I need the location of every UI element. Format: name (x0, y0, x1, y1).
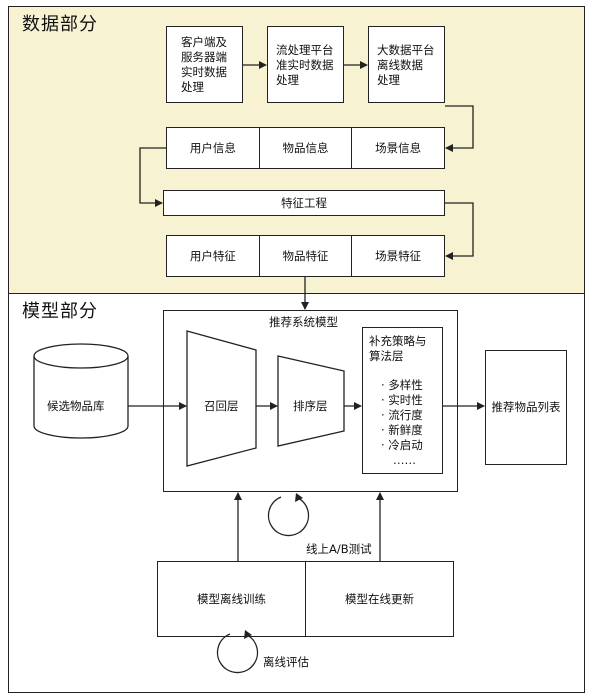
data-section-title: 数据部分 (22, 14, 98, 35)
offline-training-box: 模型离线训练 (158, 562, 306, 636)
rank-layer-label: 排序层 (293, 399, 328, 413)
client-server-processing-box: 客户端及 服务器端 实时数据 处理 (166, 26, 243, 103)
strategy-item: · 冷启动 (381, 438, 423, 452)
strategy-layer-box: 补充策略与 算法层 · 多样性 · 实时性 · 流行度 · 新鲜度 · 冷启动 … (362, 327, 443, 474)
model-section-title: 模型部分 (22, 301, 98, 322)
recall-layer-label: 召回层 (204, 399, 239, 413)
scene-info-cell: 场景信息 (375, 140, 422, 155)
training-row: 模型离线训练 模型在线更新 (157, 561, 454, 637)
user-info-cell: 用户信息 (167, 128, 260, 168)
strategy-item: · 多样性 (381, 378, 423, 392)
online-update-box: 模型在线更新 (345, 591, 414, 606)
strategy-item: · 实时性 (381, 393, 423, 407)
item-feature-cell: 物品特征 (260, 236, 353, 276)
strategy-title: 补充策略与 算法层 (369, 334, 427, 363)
scene-feature-cell: 场景特征 (375, 248, 422, 263)
user-feature-cell: 用户特征 (167, 236, 260, 276)
ab-test-label: 线上A/B测试 (306, 542, 372, 556)
recommended-items-box: 推荐物品列表 (485, 350, 567, 465)
strategy-item: · 新鲜度 (381, 423, 423, 437)
feature-row: 用户特征 物品特征 场景特征 (166, 235, 445, 277)
strategy-item: · 流行度 (381, 408, 423, 422)
stream-processing-box: 流处理平台 准实时数据 处理 (267, 26, 344, 103)
bigdata-platform-box: 大数据平台 离线数据 处理 (368, 26, 445, 103)
feature-engineering-box: 特征工程 (163, 190, 445, 216)
info-row: 用户信息 物品信息 场景信息 (166, 127, 445, 169)
recommendation-model-title: 推荐系统模型 (269, 315, 338, 329)
offline-eval-label: 离线评估 (263, 655, 309, 669)
candidate-db-label: 候选物品库 (47, 399, 105, 413)
item-info-cell: 物品信息 (260, 128, 353, 168)
strategy-item: …… (393, 453, 416, 467)
